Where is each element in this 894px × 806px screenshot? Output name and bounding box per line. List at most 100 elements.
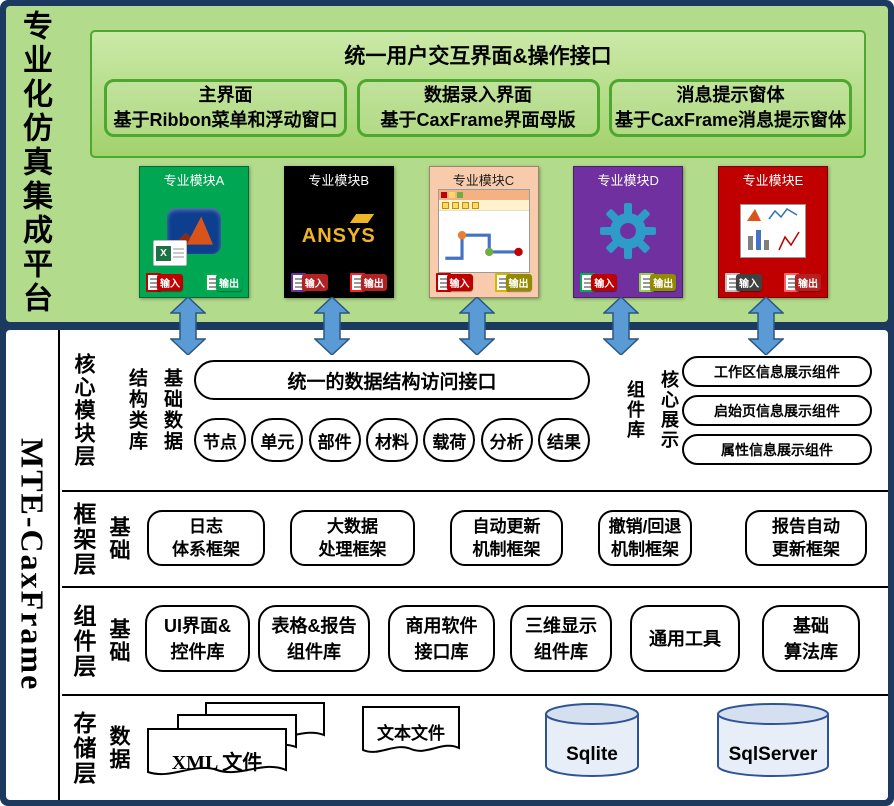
output-badge: 输出 bbox=[505, 274, 532, 291]
sublabel-basic-data: 基础数据 bbox=[161, 368, 182, 452]
xml-files-shape: XML 文件 bbox=[147, 702, 327, 794]
module-label: 专业模块A bbox=[163, 173, 225, 188]
output-badge: 输出 bbox=[360, 274, 387, 291]
component-pill: 商用软件 接口库 bbox=[388, 605, 495, 672]
component-pill: 基础 算法库 bbox=[762, 605, 860, 672]
core-item-pill: 节点 bbox=[194, 418, 246, 462]
sublabel-component: 基础 bbox=[107, 618, 130, 664]
sqlserver-label: SqlServer bbox=[728, 744, 818, 765]
display-component-pill: 属性信息展示组件 bbox=[682, 434, 872, 465]
module-label: 专业模块D bbox=[597, 173, 659, 188]
core-item-pill: 结果 bbox=[537, 418, 590, 462]
display-component-pill: 启始页信息展示组件 bbox=[682, 395, 872, 426]
module-e: 专业模块E bbox=[718, 166, 828, 298]
framework-pill: 日志 体系框架 bbox=[147, 510, 265, 566]
matlab-logo-icon: X bbox=[153, 208, 221, 266]
row-separator bbox=[62, 694, 888, 696]
text-file-shape: 文本文件 bbox=[362, 706, 460, 764]
output-badge: 输出 bbox=[795, 274, 821, 291]
ansys-slash-icon bbox=[349, 214, 374, 223]
excel-icon: X bbox=[153, 240, 187, 266]
platform-section: 专业化仿真集成平台 统一用户交互界面&操作接口 主界面 基于Ribbon菜单和浮… bbox=[6, 6, 888, 322]
framework-pill: 大数据 处理框架 bbox=[290, 510, 415, 566]
workbench-screenshot bbox=[437, 189, 530, 273]
ui-panels: 主界面 基于Ribbon菜单和浮动窗口 数据录入界面 基于CaxFrame界面母… bbox=[92, 79, 864, 137]
module-label: 专业模块C bbox=[452, 173, 515, 188]
framework-section: MTE-CaxFrame 核心模块层 结构类库 基础数据 统一的数据结构访问接口… bbox=[6, 330, 888, 800]
layer-name-framework: 框架层 bbox=[70, 501, 96, 577]
data-flow-arrow bbox=[313, 295, 351, 357]
ui-panel-line2: 基于CaxFrame界面母版 bbox=[380, 110, 576, 130]
gear-icon bbox=[600, 203, 657, 259]
module-row: 专业模块A X bbox=[139, 166, 828, 298]
core-item-pill: 载荷 bbox=[423, 418, 476, 462]
excel-x-glyph: X bbox=[156, 245, 171, 261]
core-items-row: 节点 单元 部件 材料 载荷 分析 结果 bbox=[194, 418, 590, 462]
data-flow-arrow bbox=[169, 295, 207, 357]
core-item-pill: 材料 bbox=[365, 418, 418, 462]
input-badge: 输入 bbox=[591, 274, 618, 291]
component-pill: 三维显示 组件库 bbox=[510, 605, 612, 672]
display-component-pill: 工作区信息展示组件 bbox=[682, 356, 872, 387]
ui-panel-data-entry: 数据录入界面 基于CaxFrame界面母版 bbox=[356, 79, 600, 137]
layer-rows: 核心模块层 结构类库 基础数据 统一的数据结构访问接口 节点 单元 部件 材料 … bbox=[62, 330, 888, 800]
ansys-brand-text: ANSYS bbox=[301, 225, 376, 247]
sublabel-framework: 基础 bbox=[107, 516, 130, 562]
ui-panel-message: 消息提示窗体 基于CaxFrame消息提示窗体 bbox=[609, 79, 852, 137]
sublabel-core-display: 组件库 核心展示 bbox=[624, 330, 680, 490]
display-component-stack: 工作区信息展示组件 启始页信息展示组件 属性信息展示组件 bbox=[682, 356, 872, 465]
ui-interface-box: 统一用户交互界面&操作接口 主界面 基于Ribbon菜单和浮动窗口 数据录入界面… bbox=[90, 30, 866, 158]
text-file-label: 文本文件 bbox=[377, 724, 445, 743]
framework-title: MTE-CaxFrame bbox=[14, 438, 51, 692]
database-cylinder-icon bbox=[545, 703, 639, 777]
ui-panel-main: 主界面 基于Ribbon菜单和浮动窗口 bbox=[104, 79, 347, 137]
layer-name-storage: 存储层 bbox=[70, 710, 96, 786]
input-badge: 输入 bbox=[736, 274, 762, 291]
input-badge: 输入 bbox=[446, 274, 473, 291]
module-b: 专业模块B ANSYS 输入 输出 bbox=[283, 166, 394, 298]
window-titlebar bbox=[438, 190, 529, 200]
row-separator bbox=[62, 490, 888, 492]
output-badge: 输出 bbox=[216, 274, 242, 291]
core-item-pill: 单元 bbox=[251, 418, 304, 462]
mini-charts-icon bbox=[741, 205, 805, 257]
ansys-logo: ANSYS bbox=[302, 214, 376, 248]
sublabel-component-lib: 组件库 bbox=[625, 380, 645, 440]
sqlite-label: Sqlite bbox=[566, 744, 618, 765]
module-c: 专业模块C bbox=[428, 166, 539, 298]
sublabel-structure-lib: 结构类库 bbox=[126, 368, 147, 452]
sqlserver-cylinder: SqlServer bbox=[716, 702, 830, 778]
framework-pill: 自动更新 机制框架 bbox=[450, 510, 563, 566]
ui-interface-title: 统一用户交互界面&操作接口 bbox=[344, 45, 612, 68]
sublabel-core: 结构类库 基础数据 bbox=[124, 330, 184, 490]
sublabel-storage: 数据 bbox=[107, 725, 130, 771]
data-flow-arrow bbox=[458, 295, 496, 357]
charts-screenshot bbox=[740, 204, 806, 258]
flow-diagram-icon bbox=[438, 211, 529, 272]
module-d: 专业模块D bbox=[573, 166, 684, 298]
layer-name-core: 核心模块层 bbox=[72, 352, 95, 468]
component-pill: 表格&报告 组件库 bbox=[258, 605, 370, 672]
module-label: 专业模块B bbox=[308, 173, 370, 188]
module-a: 专业模块A X bbox=[139, 166, 249, 298]
data-access-interface-pill: 统一的数据结构访问接口 bbox=[194, 360, 590, 400]
layer-name-component: 组件层 bbox=[70, 603, 96, 679]
sublabel-core-show: 核心展示 bbox=[659, 370, 679, 450]
input-badge: 输入 bbox=[157, 274, 183, 291]
data-flow-arrow bbox=[747, 295, 785, 357]
output-badge: 输出 bbox=[650, 274, 677, 291]
data-flow-arrow bbox=[602, 295, 640, 357]
xml-file-label: XML 文件 bbox=[171, 752, 263, 774]
row-separator bbox=[62, 586, 888, 588]
database-cylinder-icon bbox=[717, 703, 829, 777]
core-item-pill: 分析 bbox=[480, 418, 533, 462]
platform-title: 专业化仿真集成平台 bbox=[18, 10, 51, 316]
ui-panel-line2: 基于CaxFrame消息提示窗体 bbox=[614, 110, 847, 130]
ui-panel-line1: 数据录入界面 bbox=[424, 85, 532, 105]
document-shape bbox=[362, 706, 460, 753]
ui-panel-line1: 主界面 bbox=[198, 85, 253, 105]
framework-pill: 报告自动 更新框架 bbox=[745, 510, 867, 566]
input-badge: 输入 bbox=[301, 274, 328, 291]
core-item-pill: 部件 bbox=[308, 418, 361, 462]
